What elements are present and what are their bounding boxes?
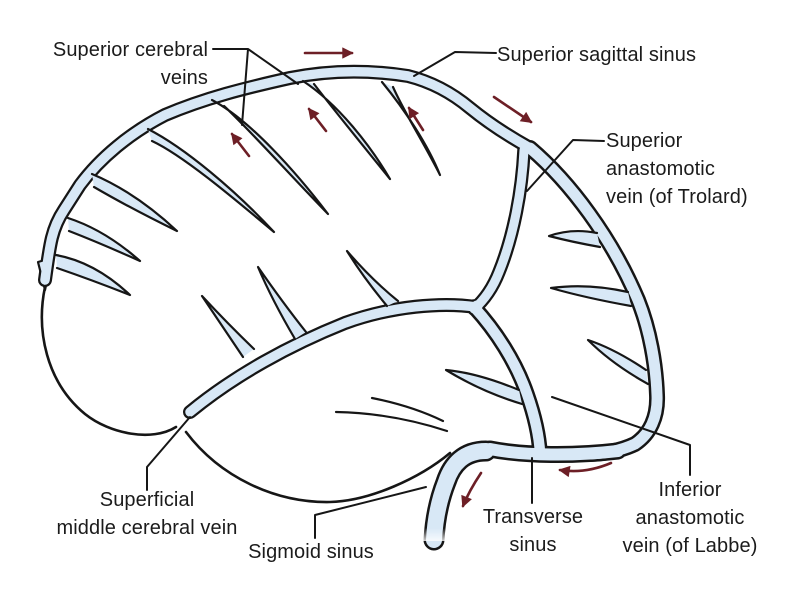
label-trolard-vein: Superior anastomotic vein (of Trolard) bbox=[606, 127, 748, 211]
label-superior-cerebral-veins: Superior cerebral veins bbox=[53, 36, 208, 92]
posterior-vein-2 bbox=[549, 285, 633, 308]
temporal-vein-2 bbox=[370, 396, 445, 423]
label-labbe-vein: Inferior anastomotic vein (of Labbe) bbox=[623, 476, 758, 560]
labbe-tributary bbox=[444, 368, 524, 406]
venous-confluence bbox=[471, 300, 483, 312]
labbe-vein bbox=[468, 301, 546, 459]
label-middle-cerebral-vein: Superficial middle cerebral vein bbox=[57, 486, 238, 542]
label-line: Superior sagittal sinus bbox=[497, 44, 697, 66]
label-line: middle cerebral vein bbox=[56, 517, 238, 539]
label-line: Inferior bbox=[658, 479, 722, 501]
label-line: veins bbox=[160, 67, 208, 89]
label-line: anastomotic bbox=[606, 158, 715, 180]
label-line: vein (of Labbe) bbox=[622, 535, 758, 557]
leader-superior-cerebral-veins bbox=[212, 48, 299, 126]
label-sigmoid-sinus: Sigmoid sinus bbox=[248, 538, 374, 566]
mcv-tributary-2 bbox=[256, 265, 308, 341]
superior-cerebral-vein-5 bbox=[210, 98, 330, 216]
flow-arrow-sagittal-posterior bbox=[492, 95, 533, 124]
brain-outline-temporal bbox=[184, 430, 452, 504]
superior-cerebral-vein-2 bbox=[66, 216, 142, 263]
label-line: sinus bbox=[509, 534, 557, 556]
transverse-sinus bbox=[484, 443, 624, 461]
temporal-vein-1 bbox=[334, 410, 449, 433]
leader-sigmoid-sinus bbox=[314, 486, 427, 539]
superior-cerebral-vein-4 bbox=[146, 127, 276, 234]
label-superior-sagittal-sinus: Superior sagittal sinus bbox=[497, 41, 696, 69]
flow-arrow-vein-3 bbox=[407, 106, 425, 132]
brain-outline-frontal bbox=[40, 285, 178, 437]
label-line: Superior cerebral bbox=[52, 39, 208, 61]
middle-cerebral-vein-outline bbox=[183, 298, 483, 419]
leader-trolard-vein bbox=[526, 139, 605, 192]
sigmoid-sinus bbox=[426, 443, 494, 548]
label-line: Sigmoid sinus bbox=[248, 541, 374, 563]
label-line: Superior bbox=[606, 130, 683, 152]
label-line: anastomotic bbox=[635, 507, 745, 529]
label-line: vein (of Trolard) bbox=[606, 186, 748, 208]
mcv-tributary-3 bbox=[345, 249, 400, 308]
label-line: Superficial bbox=[99, 489, 195, 511]
flow-arrow-transverse bbox=[558, 461, 613, 478]
trolard-vein bbox=[469, 145, 529, 314]
flow-arrow-vein-1 bbox=[230, 132, 251, 158]
posterior-vein-1 bbox=[547, 229, 602, 249]
mcv-tributary-1 bbox=[200, 294, 256, 359]
label-transverse-sinus: Transverse sinus bbox=[483, 503, 583, 559]
leader-superior-sagittal-sinus bbox=[413, 51, 497, 77]
posterior-vein-3 bbox=[586, 338, 650, 386]
superior-cerebral-vein-1 bbox=[54, 253, 132, 297]
middle-cerebral-vein bbox=[185, 300, 481, 417]
flow-arrow-vein-2 bbox=[307, 107, 328, 133]
flow-arrow-sigmoid bbox=[461, 471, 483, 508]
label-line: Transverse bbox=[482, 506, 584, 528]
superior-cerebral-vein-3 bbox=[90, 172, 179, 233]
superior-sagittal-sinus bbox=[40, 66, 535, 285]
superior-cerebral-vein-7 bbox=[380, 80, 442, 177]
leader-labbe-vein bbox=[551, 396, 691, 476]
sinus-posterior-descent bbox=[524, 142, 663, 460]
sigmoid-cut-end bbox=[423, 528, 445, 541]
superior-cerebral-vein-6 bbox=[301, 79, 392, 181]
leader-middle-cerebral-vein bbox=[146, 416, 191, 491]
